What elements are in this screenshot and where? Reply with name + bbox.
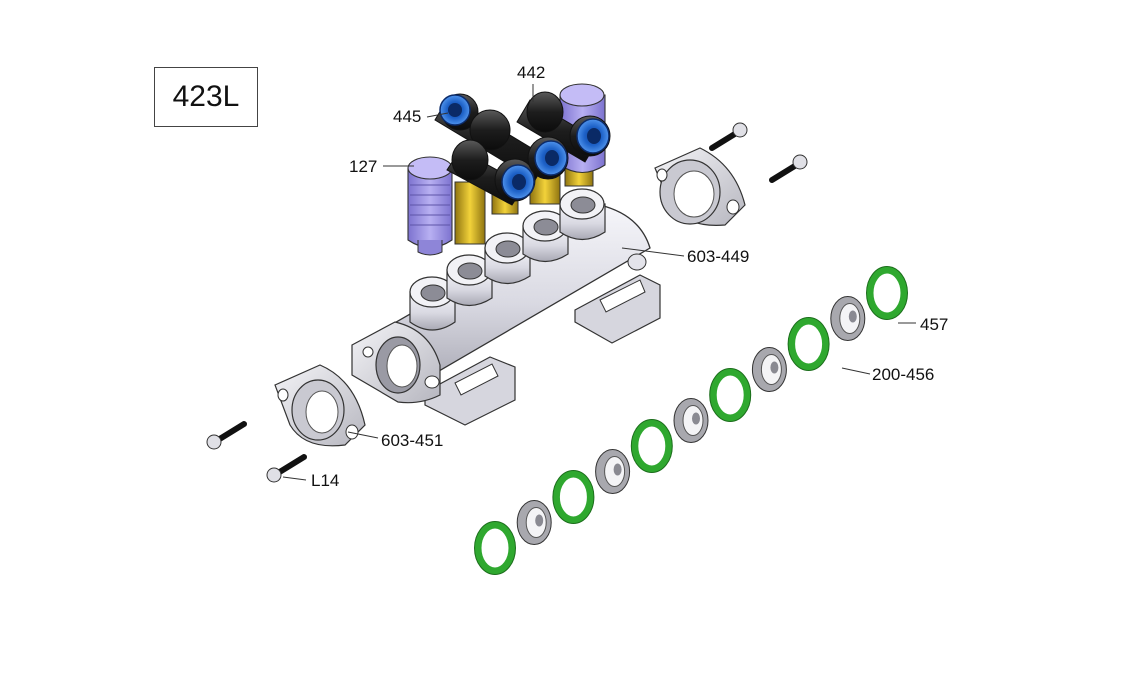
callout-603-451: 603-451 <box>381 431 444 450</box>
flange-603-451 <box>274 364 366 447</box>
sleeve-9 <box>830 296 866 341</box>
sleeve-1 <box>516 500 552 545</box>
manifold-body <box>351 188 661 426</box>
fitting-center <box>446 136 569 206</box>
oring-edge-2 <box>552 470 595 524</box>
oring-2 <box>552 470 594 524</box>
oring-and-sleeve-row <box>474 266 908 575</box>
screw-upper-2 <box>769 154 808 183</box>
oring-edge-0 <box>474 521 516 575</box>
oring-edge-4 <box>630 419 673 473</box>
callout-200-456: 200-456 <box>872 365 935 384</box>
oring-edge-8 <box>787 317 830 371</box>
oring-8 <box>788 317 830 371</box>
sleeve-3 <box>595 449 631 494</box>
leader-lines <box>282 84 916 481</box>
model-label: 423L <box>154 67 258 127</box>
sleeve-7 <box>751 347 787 392</box>
callout-127: 127 <box>349 157 378 176</box>
callout-445: 445 <box>393 107 422 126</box>
callout-603-449: 603-449 <box>687 247 750 266</box>
sleeve-5 <box>673 398 709 443</box>
callout-457: 457 <box>920 315 949 334</box>
screw-lower-1 <box>206 421 247 450</box>
flange-603-449 <box>654 147 746 226</box>
screw-upper-1 <box>709 122 748 151</box>
muffler-127 <box>407 156 453 256</box>
oring-10 <box>866 266 908 320</box>
oring-edge-6 <box>709 368 752 422</box>
oring-edge-10 <box>866 266 908 320</box>
screw-L14 <box>266 454 307 483</box>
callout-442: 442 <box>517 63 546 82</box>
oring-0 <box>474 521 516 575</box>
callout-L14: L14 <box>311 471 340 490</box>
fitting-442 <box>516 91 611 163</box>
oring-4 <box>631 419 673 473</box>
manifold-ports <box>409 188 606 331</box>
oring-6 <box>709 368 751 422</box>
